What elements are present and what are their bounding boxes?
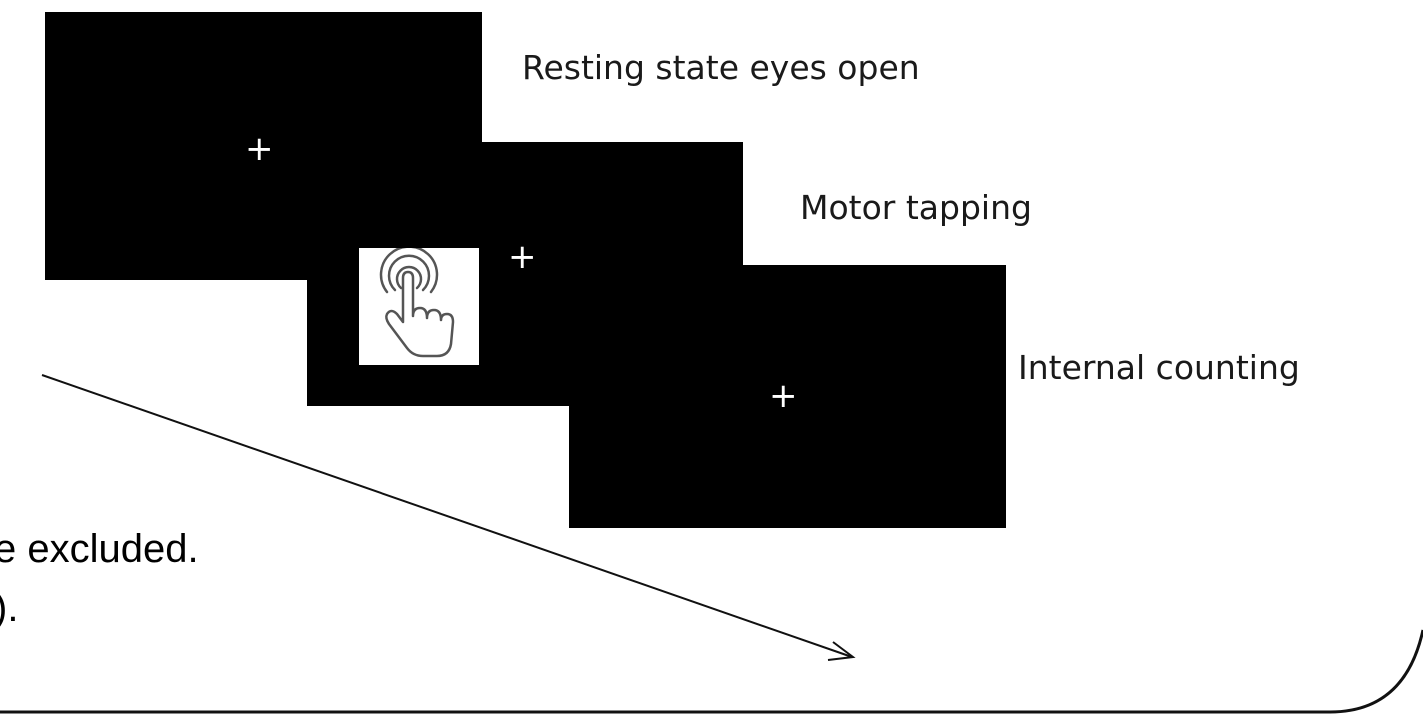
time-arrow [41,374,853,658]
label-resting-state: Resting state eyes open [522,48,920,87]
partial-text-line-1: e excluded. [0,527,199,571]
fixation-cross-counting: + [769,376,798,416]
fixation-cross-motor: + [508,237,537,277]
slide-frame-border [0,629,1423,714]
tap-icon-panel [359,245,479,365]
label-motor-tapping: Motor tapping [800,188,1032,227]
label-internal-counting: Internal counting [1018,348,1300,387]
fixation-cross-resting: + [245,129,274,169]
partial-text-line-2: ). [0,586,19,630]
screen-internal-counting: + [569,265,1006,528]
time-arrow-head [827,641,856,661]
finger-tap-icon [379,245,455,358]
